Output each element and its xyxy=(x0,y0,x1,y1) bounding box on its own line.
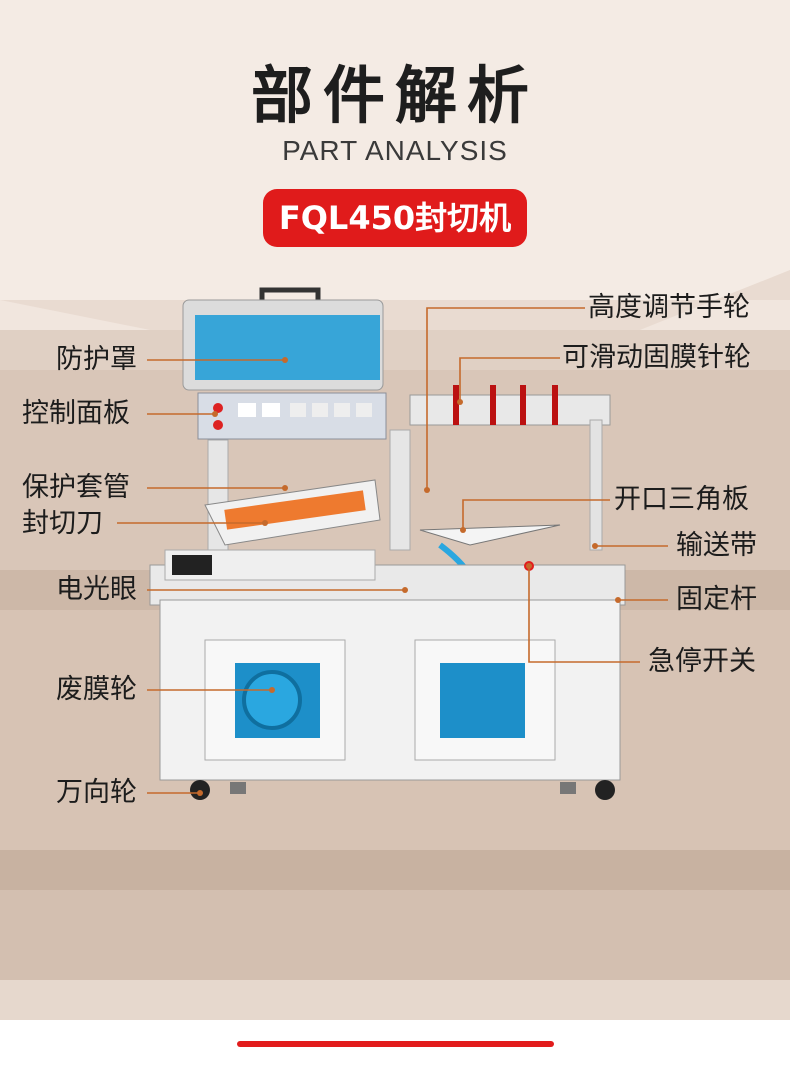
label-triangle-plate: 开口三角板 xyxy=(614,484,749,515)
label-height-handwheel: 高度调节手轮 xyxy=(588,292,750,323)
label-control-panel: 控制面板 xyxy=(22,398,130,429)
machine-illustration xyxy=(149,287,626,800)
leader-lines xyxy=(117,307,668,796)
label-waste-film-wheel: 废膜轮 xyxy=(56,674,137,705)
label-fixing-rod: 固定杆 xyxy=(676,584,757,615)
label-film-pin-wheel: 可滑动固膜针轮 xyxy=(562,342,751,373)
label-sealing-blade: 封切刀 xyxy=(22,508,103,539)
page-title: 部件解析 xyxy=(250,59,539,132)
label-protective-sleeve: 保护套管 xyxy=(22,472,130,503)
page-subtitle: PART ANALYSIS xyxy=(282,135,508,166)
model-badge: FQL450封切机 xyxy=(263,189,527,247)
label-protective-cover: 防护罩 xyxy=(56,344,137,375)
label-photo-eye: 电光眼 xyxy=(56,574,137,605)
bottom-divider xyxy=(237,1041,554,1047)
label-conveyor-belt: 输送带 xyxy=(676,530,757,561)
label-emergency-stop: 急停开关 xyxy=(648,646,756,677)
label-caster-wheel: 万向轮 xyxy=(56,777,137,808)
